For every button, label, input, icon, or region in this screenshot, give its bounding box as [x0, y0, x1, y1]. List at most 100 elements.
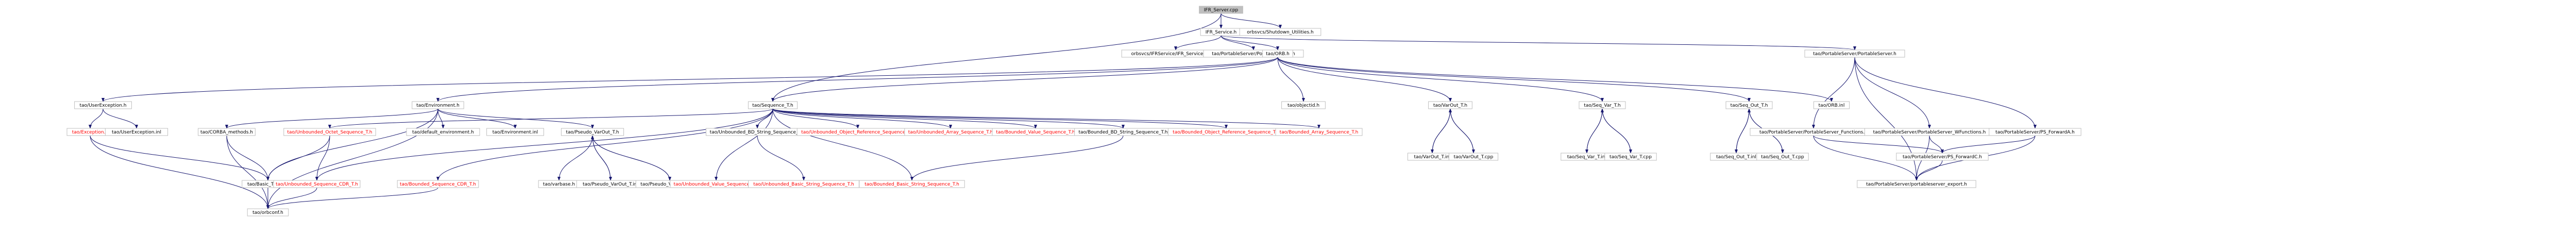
graph-node[interactable]: tao/Sequence_T.h	[748, 101, 798, 109]
node-label: tao/Pseudo_VarOut_T.cpp	[640, 182, 699, 187]
node-label: orbsvcs/IFRService/IFR_Service_Utils.h	[1131, 52, 1221, 57]
node-box	[1199, 6, 1243, 14]
graph-node[interactable]: tao/Unbounded_Object_Reference_Sequence_…	[796, 128, 919, 136]
graph-node[interactable]: tao/UserException.h	[74, 101, 132, 109]
graph-node[interactable]: tao/Pseudo_VarOut_T.inl	[576, 180, 645, 188]
graph-node[interactable]: tao/Bounded_Value_Sequence_T.h	[992, 128, 1079, 136]
node-label: tao/VarOut_T.inl	[1414, 155, 1450, 160]
graph-edge	[1432, 108, 1452, 154]
node-label: tao/Unbounded_Sequence_CDR_T.h	[276, 182, 358, 187]
node-label: tao/PortableServer/PortableServer_WFunct…	[1873, 130, 1986, 135]
node-box	[1281, 101, 1326, 109]
graph-edge	[1929, 135, 1944, 154]
graph-node[interactable]: tao/Unbounded_Basic_String_Sequence_T.h	[748, 180, 859, 188]
graph-node[interactable]: tao/Seq_Out_T.cpp	[1756, 153, 1809, 161]
graph-node[interactable]: tao/Bounded_Sequence_CDR_T.h	[397, 180, 479, 188]
graph-node[interactable]: tao/PortableServer/PortableServer_WFunct…	[1864, 128, 1995, 136]
graph-node[interactable]: tao/objectid.h	[1281, 101, 1326, 109]
node-label: tao/PortableServer/portableserver_export…	[1866, 182, 1967, 187]
node-box	[1239, 28, 1321, 36]
graph-node[interactable]: tao/default_environment.h	[406, 128, 480, 136]
node-label: tao/default_environment.h	[412, 130, 474, 135]
graph-node[interactable]: tao/PortableServer/PortableServer_Functi…	[1750, 128, 1877, 136]
graph-node[interactable]: tao/varbase.h	[538, 180, 580, 188]
graph-node[interactable]: tao/Bounded_Array_Sequence_T.h	[1275, 128, 1363, 136]
node-label: tao/Seq_Var_T.h	[1584, 103, 1620, 108]
graph-edge	[1277, 57, 1833, 102]
graph-node[interactable]: tao/Bounded_Basic_String_Sequence_T.h	[859, 180, 965, 188]
graph-node[interactable]: IFR_Server.cpp	[1199, 6, 1243, 14]
graph-node[interactable]: tao/VarOut_T.h	[1428, 101, 1472, 109]
graph-edge	[266, 187, 438, 209]
node-label: tao/varbase.h	[543, 182, 575, 187]
node-box	[748, 101, 798, 109]
graph-node[interactable]: tao/Bounded_BD_String_Sequence_T.h	[1074, 128, 1172, 136]
graph-node[interactable]: tao/Seq_Var_T.h	[1579, 101, 1626, 109]
graph-edge	[772, 108, 1125, 129]
graph-edge	[1221, 35, 1856, 51]
graph-node[interactable]: tao/Seq_Var_T.cpp	[1604, 153, 1657, 161]
graph-node[interactable]: tao/Bounded_Object_Reference_Sequence_T.…	[1167, 128, 1285, 136]
node-label: tao/Bounded_Object_Reference_Sequence_T.…	[1173, 130, 1280, 135]
graph-node[interactable]: tao/Environment.inl	[486, 128, 544, 136]
node-box	[1989, 128, 2081, 136]
graph-node[interactable]: orbsvcs/Shutdown_Utilities.h	[1239, 28, 1321, 36]
graph-node[interactable]: tao/UserException.inl	[105, 128, 168, 136]
graph-edge	[436, 108, 773, 181]
graph-node[interactable]: tao/Unbounded_BD_String_Sequence_T.h	[705, 128, 809, 136]
graph-edge	[90, 135, 269, 181]
node-box	[105, 128, 168, 136]
graph-node[interactable]: tao/Environment.h	[412, 101, 464, 109]
node-label: tao/Unbounded_Array_Sequence_T.h	[908, 130, 993, 135]
node-box	[1604, 153, 1657, 161]
graph-edge	[1449, 108, 1474, 154]
node-label: tao/UserException.inl	[112, 130, 161, 135]
node-box	[1448, 153, 1499, 161]
graph-node[interactable]: IFR_Service.h	[1200, 28, 1242, 36]
node-label: IFR_Service.h	[1206, 30, 1236, 35]
graph-edge	[1221, 13, 1282, 29]
graph-edge	[103, 108, 138, 129]
node-label: tao/orbconf.h	[252, 210, 283, 215]
graph-node[interactable]: tao/orbconf.h	[247, 208, 289, 216]
node-label: tao/Bounded_Array_Sequence_T.h	[1280, 130, 1359, 135]
graph-edge	[772, 108, 1228, 129]
graph-edge	[1812, 57, 1855, 129]
graph-node[interactable]: tao/Seq_Out_T.h	[1725, 101, 1773, 109]
node-label: tao/VarOut_T.h	[1433, 103, 1467, 108]
node-box	[1275, 128, 1363, 136]
graph-edge	[771, 13, 1222, 102]
graph-node[interactable]: tao/PortableServer/PS_ForwardA.h	[1989, 128, 2081, 136]
graph-edge	[1854, 57, 2037, 129]
graph-node[interactable]: tao/Pseudo_VarOut_T.h	[561, 128, 624, 136]
node-label: tao/Bounded_Sequence_CDR_T.h	[400, 182, 476, 187]
node-box	[1428, 101, 1472, 109]
node-box	[273, 180, 361, 188]
graph-node[interactable]: tao/ORB.h	[1262, 49, 1293, 58]
node-box	[1857, 180, 1976, 188]
graph-node[interactable]: tao/Unbounded_Array_Sequence_T.h	[904, 128, 997, 136]
graph-node[interactable]: tao/ORB.inl	[1813, 101, 1850, 109]
graph-edge	[591, 135, 670, 181]
graph-node[interactable]: tao/Unbounded_Sequence_CDR_T.h	[273, 180, 361, 188]
graph-node[interactable]: tao/PortableServer/PS_ForwardC.h	[1896, 153, 1989, 161]
graph-edge	[1854, 57, 1918, 181]
graph-node[interactable]: tao/VarOut_T.cpp	[1448, 153, 1499, 161]
graph-node[interactable]: tao/VarOut_T.inl	[1407, 153, 1458, 161]
node-label: tao/Bounded_Value_Sequence_T.h	[996, 130, 1075, 135]
node-label: tao/PortableServer/PortableServer.h	[1212, 52, 1295, 57]
graph-edge	[1174, 35, 1222, 51]
graph-node[interactable]: tao/Unbounded_Octet_Sequence_T.h	[283, 128, 376, 136]
graph-node[interactable]: tao/Seq_Out_T.inl	[1710, 153, 1762, 161]
graph-node[interactable]: tao/CORBA_methods.h	[198, 128, 256, 136]
graph-node[interactable]: tao/PortableServer/PortableServer.h	[1804, 49, 1905, 58]
graph-edge	[1736, 108, 1751, 154]
node-label: tao/Unbounded_Value_Sequence_T.h	[673, 182, 758, 187]
graph-edge	[1221, 35, 1255, 51]
graph-edge	[225, 108, 438, 129]
graph-edge	[1813, 135, 1944, 154]
graph-node[interactable]: tao/PortableServer/portableserver_export…	[1857, 180, 1976, 188]
node-label: tao/Unbounded_BD_String_Sequence_T.h	[710, 130, 805, 135]
